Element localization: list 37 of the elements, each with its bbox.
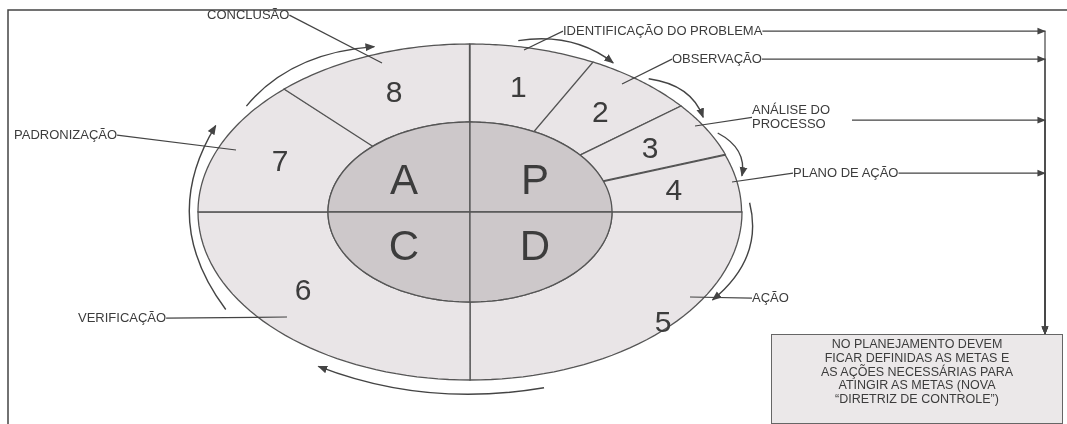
leader-line [288, 14, 383, 64]
leader-line [689, 296, 753, 299]
phase-letter: P [521, 159, 549, 201]
step-label: IDENTIFICAÇÃO DO PROBLEMA [563, 24, 763, 39]
step-label: AÇÃO [752, 291, 789, 306]
step-number: 3 [641, 133, 659, 164]
step-number: 5 [654, 307, 672, 337]
cycle-arrow [717, 132, 748, 177]
leader-line [694, 116, 753, 127]
leader-line [165, 316, 288, 319]
step-label: PADRONIZAÇÃO [14, 128, 118, 143]
leader-line [116, 134, 237, 151]
phase-letter: C [388, 225, 420, 267]
phase-letter: D [519, 225, 551, 267]
step-label: OBSERVAÇÃO [672, 52, 762, 67]
step-label: ANÁLISE DO PROCESSO [752, 103, 832, 132]
step-number: 4 [665, 174, 683, 205]
cycle-arrow [711, 202, 754, 301]
cycle-arrow [648, 78, 704, 119]
cycle-arrow [188, 124, 227, 311]
cycle-arrow [317, 365, 545, 395]
note-box: NO PLANEJAMENTO DEVEM FICAR DEFINIDAS AS METAS E AS AÇÕES NECESSÁRIAS PARA ATINGIR AS METAS (NOVA “DIRETRIZ DE CONTROLE”) [771, 334, 1063, 424]
step-number: 8 [385, 76, 403, 107]
step-number: 2 [591, 96, 609, 127]
phase-letter: A [390, 159, 418, 201]
step-number: 1 [509, 71, 527, 102]
step-number: 7 [271, 145, 289, 176]
step-label: VERIFICAÇÃO [78, 311, 167, 326]
leader-line [731, 172, 794, 183]
arrow [897, 169, 1049, 335]
step-label: PLANO DE AÇÃO [793, 166, 899, 181]
cycle-arrow [245, 43, 376, 107]
step-number: 6 [294, 275, 312, 305]
leader-line [523, 30, 564, 51]
step-label: CONCLUSÃO [207, 8, 290, 23]
leader-line [621, 58, 673, 85]
cycle-arrow [517, 38, 614, 64]
